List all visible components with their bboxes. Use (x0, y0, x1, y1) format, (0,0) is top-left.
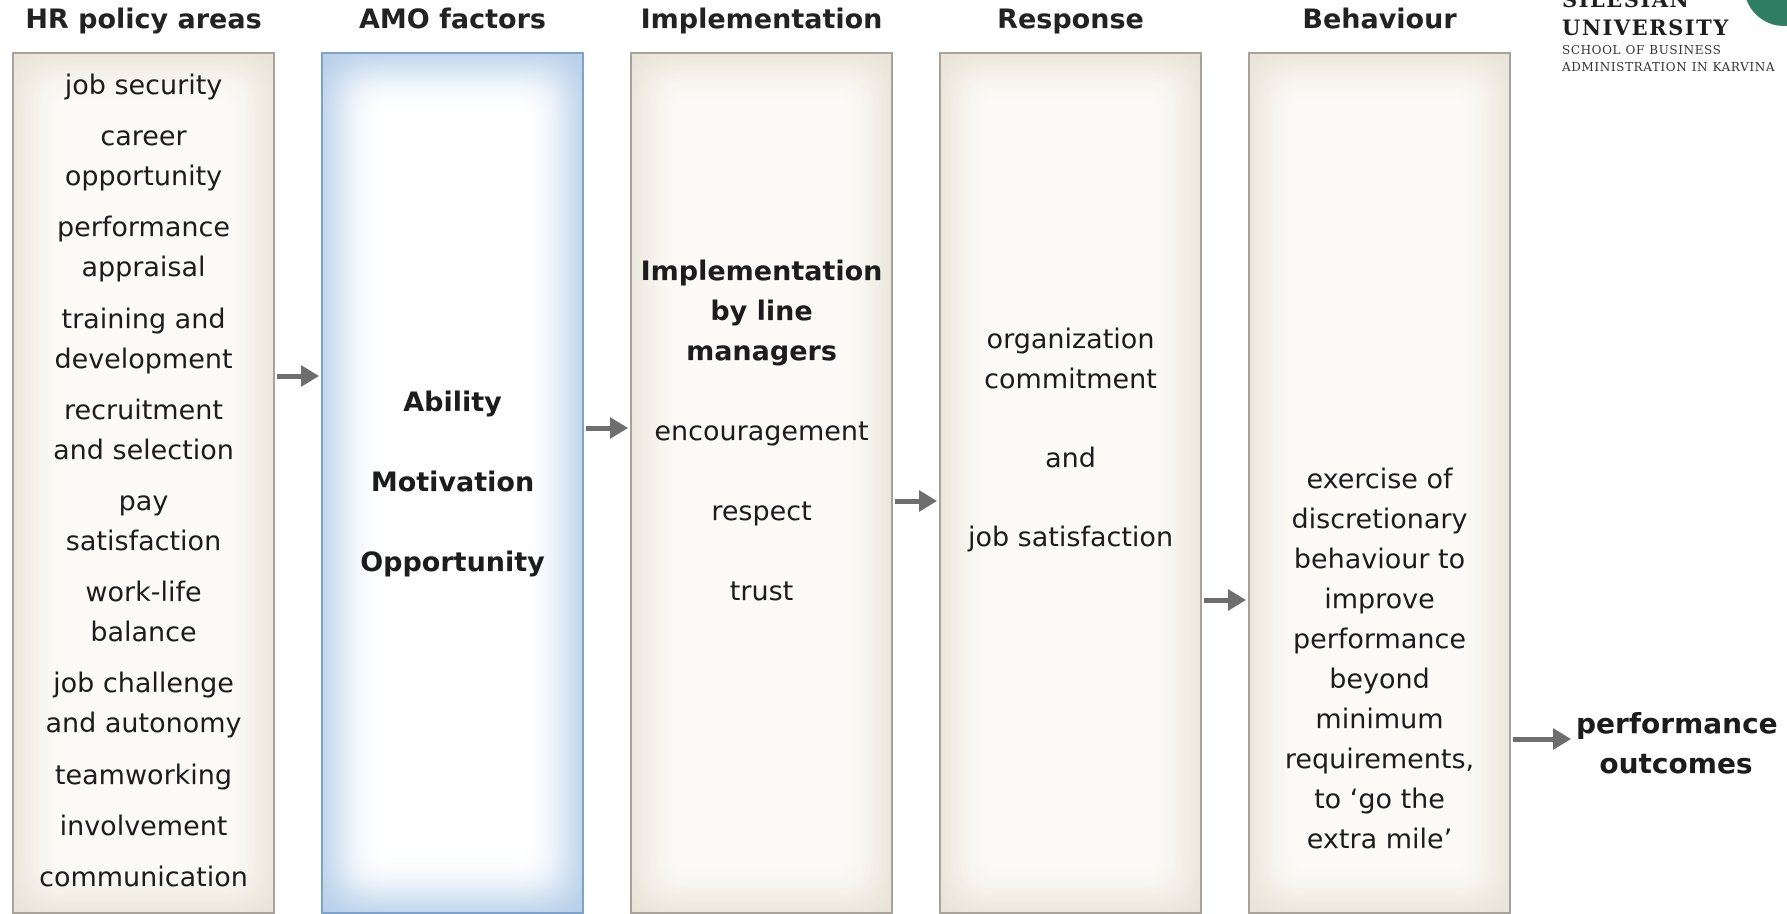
header-behaviour: Behaviour (1302, 4, 1457, 35)
hr-item-involvement: involvement (59, 810, 228, 842)
hr-item-communication: communication (39, 861, 248, 893)
header-response: Response (997, 4, 1144, 35)
response-job-satisfaction: job satisfaction (967, 522, 1174, 553)
performance-outcomes: performance outcomes (1576, 707, 1778, 780)
header-hr-policy-areas: HR policy areas (25, 4, 262, 35)
response-organization-commitment: organization commitment (984, 324, 1157, 395)
hr-item-job-security: job security (64, 70, 223, 101)
amo-ability: Ability (403, 387, 502, 418)
implementation-encouragement: encouragement (654, 416, 869, 447)
behaviour-box: exercise of discretionary behaviour to i… (1248, 52, 1511, 914)
implementation-respect: respect (711, 496, 812, 527)
implementation-trust: trust (729, 576, 794, 607)
response-and: and (1045, 443, 1096, 474)
behaviour-text: exercise of discretionary behaviour to i… (1284, 464, 1475, 855)
implementation-box: Implementation by line managers encourag… (630, 52, 893, 914)
implementation-title: Implementation by line managers (640, 256, 883, 367)
header-implementation: Implementation (640, 4, 883, 35)
amo-factors-box: Ability Motivation Opportunity (321, 52, 584, 914)
amo-motivation: Motivation (370, 467, 535, 498)
university-logo: SILESIAN UNIVERSITY SCHOOL OF BUSINESS A… (1562, 0, 1787, 86)
amo-opportunity: Opportunity (360, 547, 545, 578)
hr-item-teamworking: teamworking (54, 759, 233, 791)
header-amo-factors: AMO factors (359, 4, 546, 35)
response-box: organization commitment and job satisfac… (939, 52, 1202, 914)
